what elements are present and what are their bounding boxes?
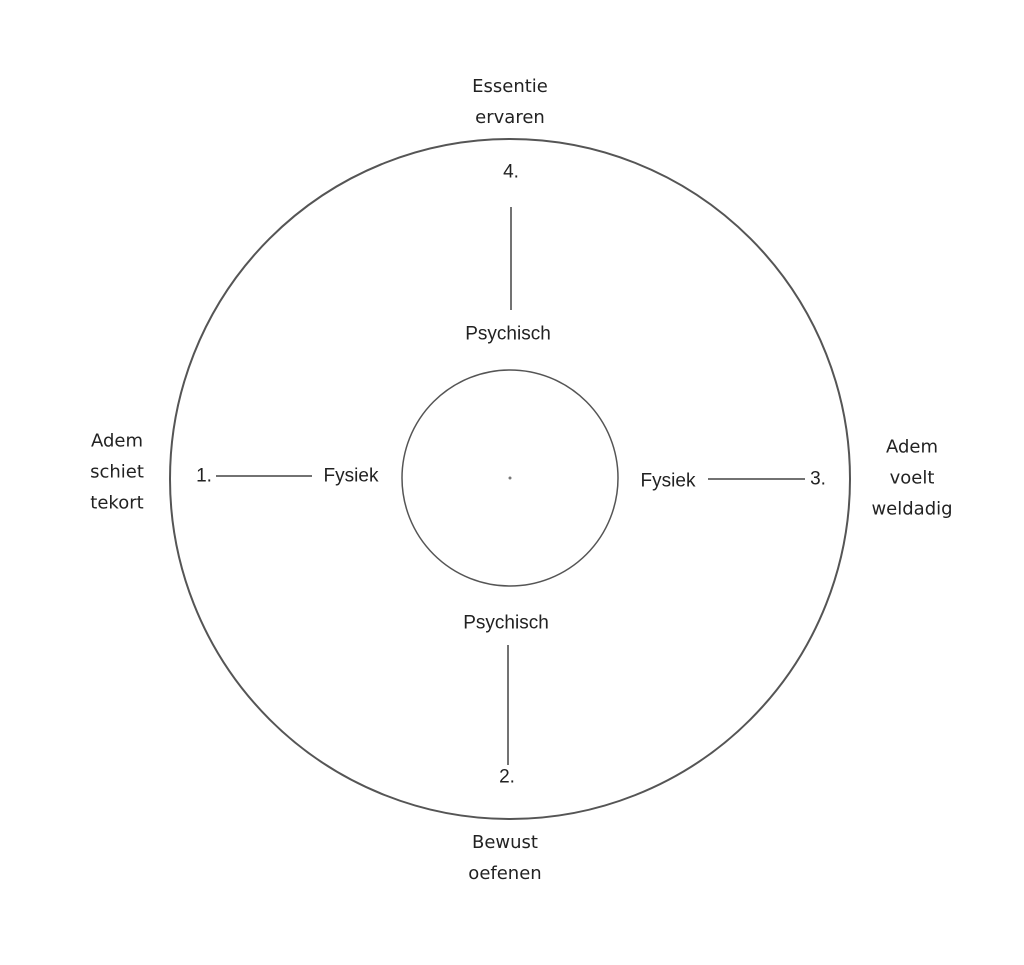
label-line: tekort bbox=[90, 492, 144, 514]
top-inner-label: Psychisch bbox=[465, 323, 551, 345]
top-number: 4. bbox=[503, 161, 519, 183]
label-line: weldadig bbox=[871, 498, 953, 520]
label-line: oefenen bbox=[468, 863, 542, 884]
outer-circle bbox=[169, 138, 851, 820]
top-outer-label: Essentie ervaren bbox=[472, 71, 548, 133]
inner-circle bbox=[401, 369, 619, 587]
bottom-inner-label: Psychisch bbox=[463, 612, 549, 634]
right-number: 3. bbox=[810, 468, 826, 490]
label-line: schiet bbox=[90, 461, 144, 483]
label-line: Essentie bbox=[472, 76, 548, 97]
center-dot bbox=[508, 476, 512, 480]
bottom-number: 2. bbox=[499, 766, 515, 788]
label-line: Bewust bbox=[471, 832, 538, 853]
left-number: 1. bbox=[196, 465, 212, 487]
left-outer-label: Adem schiet tekort bbox=[90, 426, 144, 519]
bottom-outer-label: Bewust oefenen bbox=[468, 827, 541, 889]
left-inner-label: Fysiek bbox=[323, 465, 379, 487]
label-line: Adem bbox=[885, 436, 939, 458]
right-inner-label: Fysiek bbox=[640, 470, 696, 492]
right-outer-label: Adem voelt weldadig bbox=[871, 432, 952, 525]
label-line: ervaren bbox=[475, 107, 545, 128]
label-line: voelt bbox=[889, 467, 935, 489]
label-line: Adem bbox=[90, 430, 144, 452]
